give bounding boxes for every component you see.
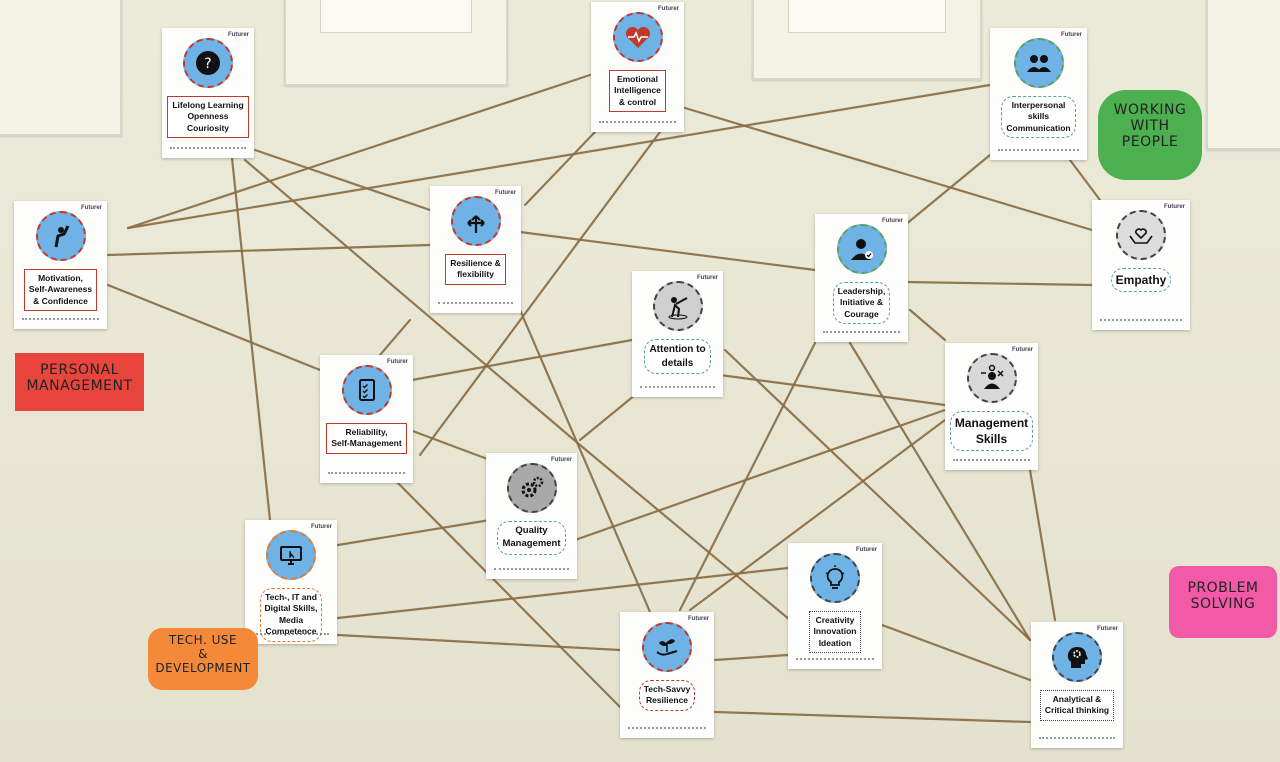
heart-hands-icon: [1116, 210, 1166, 260]
card-quality-management: Futurer Quality Management: [486, 453, 577, 579]
card-creativity: Futurer Creativity Innovation Ideation: [788, 543, 882, 669]
magnifier-figure-icon: [652, 281, 703, 331]
card-lifelong-learning: Futurer ? Lifelong Learning Openness Cou…: [162, 28, 254, 158]
card-label: Quality Management: [497, 521, 566, 555]
picture-frame: [1206, 0, 1280, 150]
card-management-skills: Futurer Management Skills: [945, 343, 1038, 470]
gears-icon: [506, 463, 557, 513]
futurer-logo: Futurer: [1097, 626, 1118, 632]
card-label: Tech-, IT and Digital Skills, Media Comp…: [259, 588, 323, 642]
card-resilience: Futurer Resilience & flexibility: [430, 186, 521, 313]
futurer-logo: Futurer: [1164, 204, 1185, 210]
card-reliability: Futurer Reliability, Self-Management: [320, 355, 413, 483]
futurer-logo: Futurer: [228, 32, 249, 38]
split-arrows-icon: [450, 196, 501, 246]
card-attention-to-details: Futurer Attention to details: [632, 271, 723, 397]
card-label: Creativity Innovation Ideation: [808, 611, 862, 654]
card-label: Analytical & Critical thinking: [1039, 690, 1115, 721]
card-label: Motivation, Self-Awareness & Confidence: [23, 269, 98, 312]
card-emotional-intelligence: Futurer Emotional Intelligence & control: [591, 2, 684, 132]
tools-person-icon: [966, 353, 1017, 403]
futurer-logo: Futurer: [697, 275, 718, 281]
clipboard-check-icon: [341, 365, 392, 415]
picture-frame: [752, 0, 982, 80]
card-interpersonal-skills: Futurer Interpersonal skills Communicati…: [990, 28, 1087, 160]
heart-pulse-icon: [612, 12, 663, 62]
futurer-logo: Futurer: [1012, 347, 1033, 353]
card-empathy: Futurer Empathy: [1092, 200, 1190, 330]
head-question-icon: ?: [183, 38, 233, 88]
user-check-icon: [836, 224, 887, 274]
card-label: Interpersonal skills Communication: [1001, 96, 1076, 139]
card-label: Empathy: [1110, 268, 1172, 293]
card-analytical-thinking: Futurer Analytical & Critical thinking: [1031, 622, 1123, 748]
card-tech-savvy-resilience: Futurer Tech-Savvy Resilience: [620, 612, 714, 738]
futurer-logo: Futurer: [81, 205, 102, 211]
futurer-logo: Futurer: [387, 359, 408, 365]
card-label: Attention to details: [644, 339, 711, 374]
svg-text:?: ?: [204, 56, 211, 72]
picture-frame: [284, 0, 508, 86]
people-icon: [1013, 38, 1064, 88]
note-problem-solving: PROBLEM SOLVING: [1169, 566, 1277, 638]
plant-hand-icon: [642, 622, 692, 672]
card-tech-it-digital: Futurer Tech-, IT and Digital Skills, Me…: [245, 520, 337, 644]
card-motivation: Futurer Motivation, Self-Awareness & Con…: [14, 201, 107, 329]
monitor-icon: [266, 530, 316, 580]
picture-frame: [0, 0, 122, 136]
lightbulb-icon: [810, 553, 860, 603]
card-label: Management Skills: [949, 411, 1034, 452]
card-label: Lifelong Learning Openness Couriosity: [167, 96, 249, 139]
note-personal-management: PERSONAL MANAGEMENT: [15, 353, 144, 411]
futurer-logo: Futurer: [856, 547, 877, 553]
card-label: Reliability, Self-Management: [326, 423, 407, 454]
futurer-logo: Futurer: [882, 218, 903, 224]
brain-gear-icon: [1052, 632, 1102, 682]
futurer-logo: Futurer: [311, 524, 332, 530]
futurer-logo: Futurer: [688, 616, 709, 622]
card-label: Leadership, Initiative & Courage: [832, 282, 891, 325]
note-working-with-people: WORKING WITH PEOPLE: [1098, 90, 1202, 180]
futurer-logo: Futurer: [551, 457, 572, 463]
raised-hand-icon: [35, 211, 86, 261]
futurer-logo: Futurer: [658, 6, 679, 12]
note-tech-use-development: TECH. USE & DEVELOPMENT: [148, 628, 258, 690]
futurer-logo: Futurer: [1061, 32, 1082, 38]
card-label: Tech-Savvy Resilience: [638, 680, 696, 711]
card-label: Resilience & flexibility: [445, 254, 506, 285]
card-label: Emotional Intelligence & control: [609, 70, 666, 113]
futurer-logo: Futurer: [495, 190, 516, 196]
card-leadership: Futurer Leadership, Initiative & Courage: [815, 214, 908, 342]
